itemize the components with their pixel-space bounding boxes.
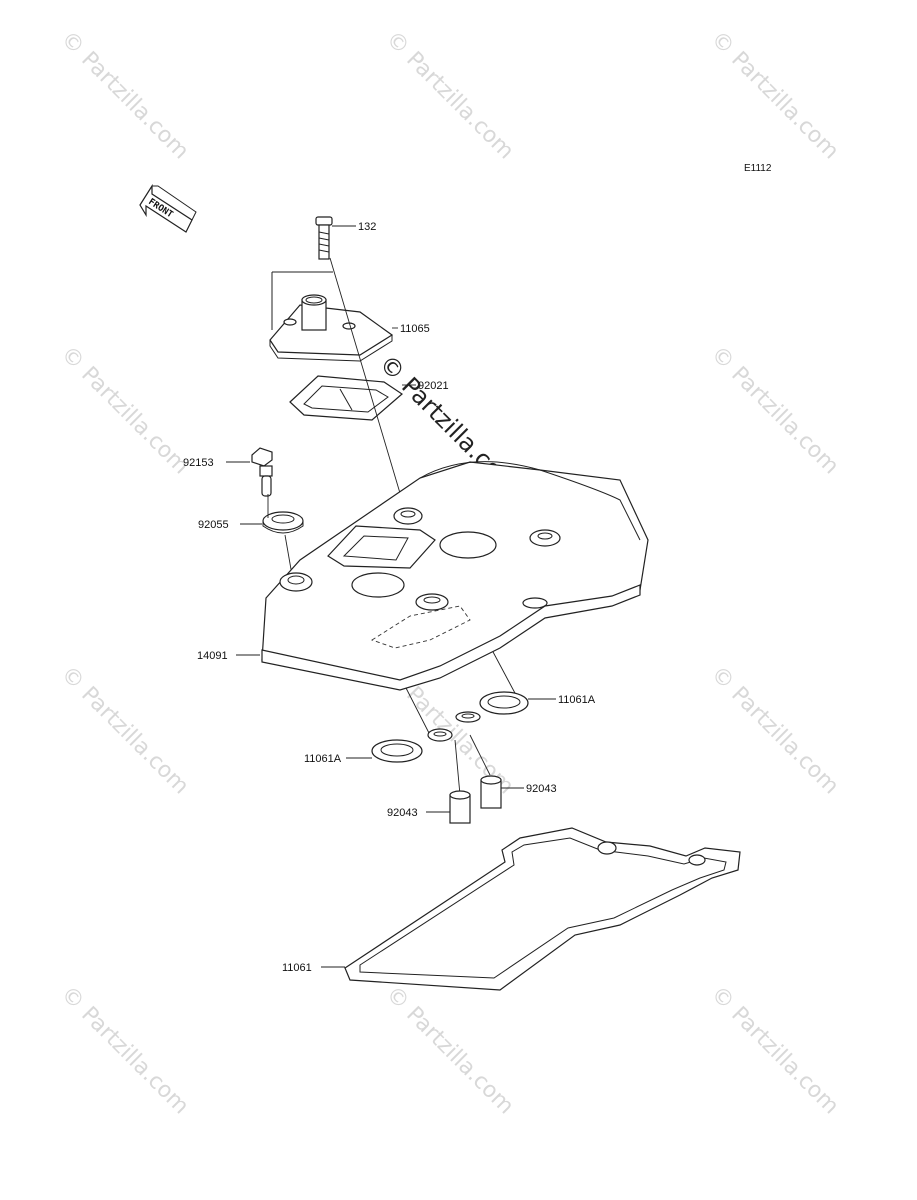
label-11065: 11065 — [400, 323, 430, 335]
watermark: © Partzilla.com — [381, 27, 519, 165]
label-92043-left: 92043 — [387, 807, 418, 819]
label-11061: 11061 — [282, 962, 312, 974]
watermark: © Partzilla.com — [381, 982, 519, 1120]
label-132: 132 — [358, 221, 376, 233]
front-arrow-icon: FRONT — [139, 183, 197, 233]
watermark: © Partzilla.com — [706, 27, 844, 165]
gasket-11061 — [344, 827, 741, 991]
seal-11061a-right — [455, 691, 529, 723]
breather-cover-11065 — [269, 271, 394, 362]
diagram-code: E1112 — [744, 163, 772, 174]
label-92021: 92021 — [418, 380, 449, 392]
watermark: © Partzilla.com — [706, 982, 844, 1120]
label-11061a-left: 11061A — [304, 753, 342, 765]
washer-92055 — [262, 511, 304, 534]
bolt-132 — [315, 216, 333, 260]
label-92153: 92153 — [183, 457, 214, 469]
label-14091: 14091 — [197, 650, 228, 662]
seal-11061a-left — [371, 728, 453, 763]
watermark: © Partzilla.com — [56, 982, 194, 1120]
watermark: © Partzilla.com — [56, 662, 194, 800]
dowel-92043-left — [449, 790, 471, 824]
watermark: © Partzilla.com — [56, 27, 194, 165]
watermark: © Partzilla.com — [706, 662, 844, 800]
label-92043-right: 92043 — [526, 783, 557, 795]
watermark: © Partzilla.com — [706, 342, 844, 480]
label-92055: 92055 — [198, 519, 229, 531]
cylinder-head-cover-14091 — [261, 461, 649, 691]
label-11061a-right: 11061A — [558, 694, 596, 706]
gasket-92021 — [289, 375, 403, 421]
watermark: © Partzilla.com — [56, 342, 194, 480]
bolt-92153 — [251, 447, 273, 497]
dowel-92043-right — [480, 775, 502, 809]
